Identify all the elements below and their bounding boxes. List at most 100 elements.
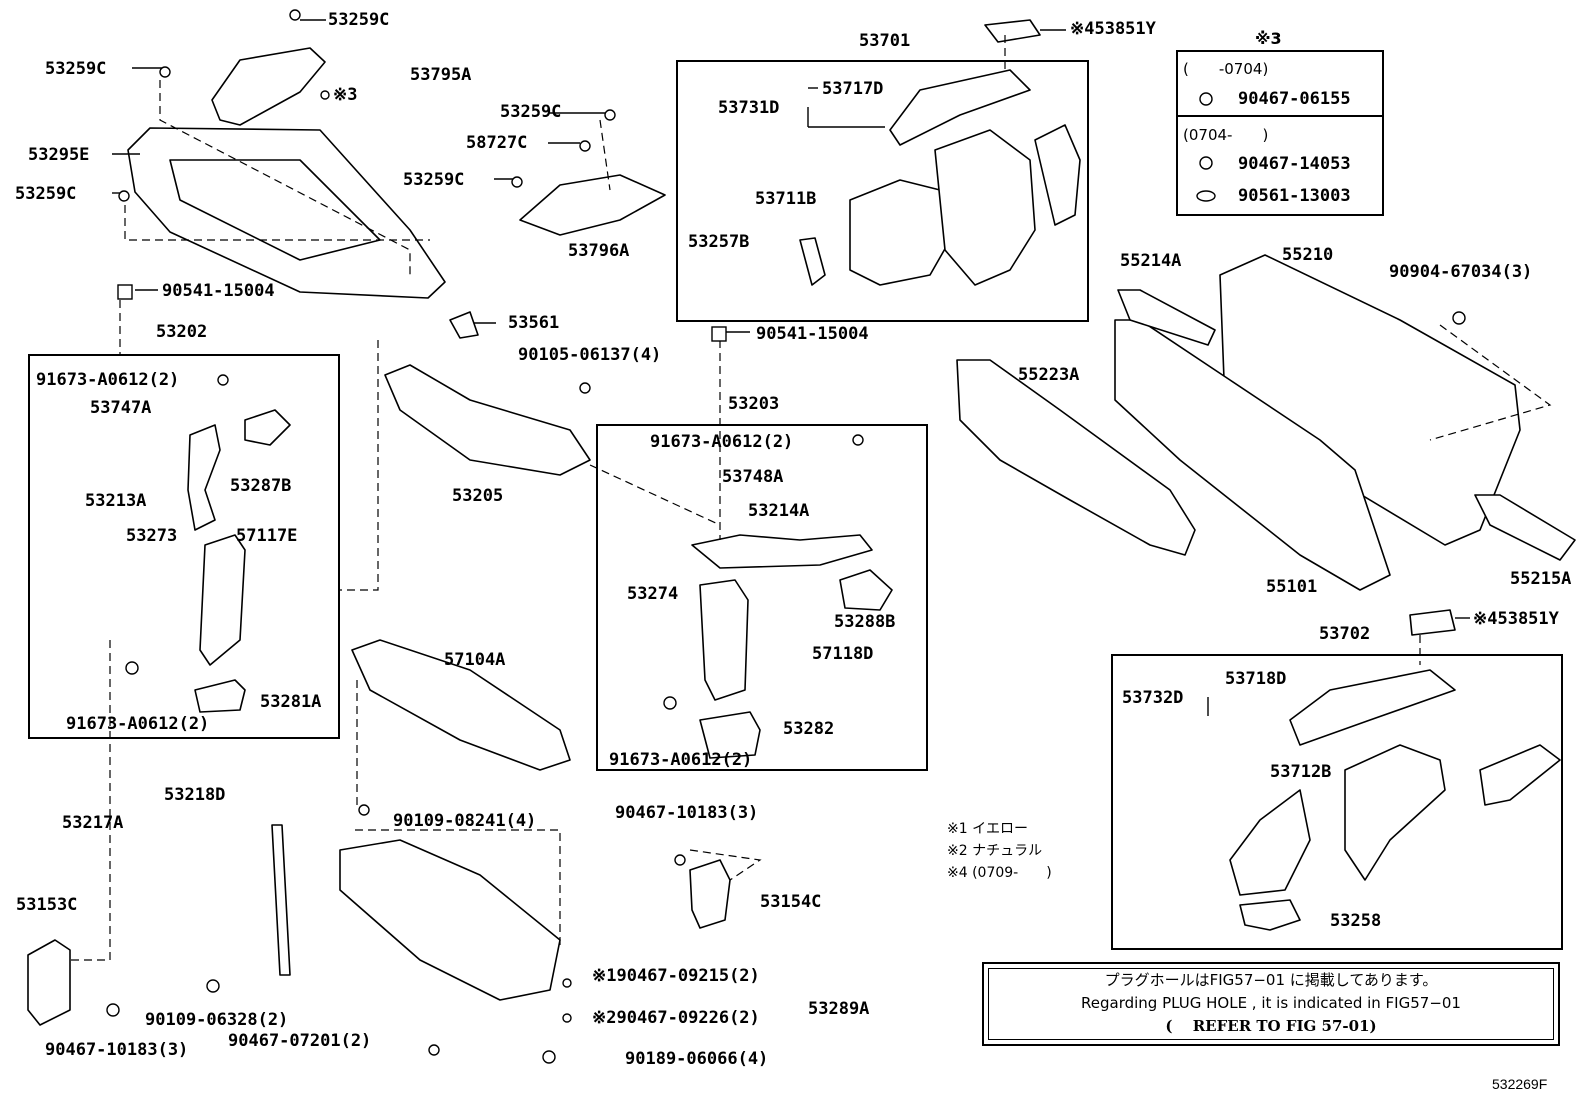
part-57118D [699, 579, 749, 701]
color-legend: ※1 イエロー ※2 ナチュラル ※4 (0709- ) [947, 818, 1052, 884]
label-53851Y-bottom: ※453851Y [1473, 609, 1559, 629]
part-55214A [1117, 289, 1216, 346]
label-90467-14053: 90467-14053 [1238, 154, 1351, 174]
label-53712B: 53712B [1270, 762, 1332, 782]
part-55223A [956, 359, 1196, 556]
label-53154C: 53154C [760, 892, 822, 912]
label-53748A: 53748A [722, 467, 784, 487]
frame-53702 [1111, 654, 1563, 950]
label-53287B: 53287B [230, 476, 292, 496]
part-53851Y [984, 19, 1041, 43]
part-53257B [799, 237, 826, 286]
label-55214A: 55214A [1120, 251, 1182, 271]
label-53153C: 53153C [16, 895, 78, 915]
label-53214A: 53214A [748, 501, 810, 521]
part-53731D [889, 69, 1031, 146]
part-53214A [691, 534, 873, 569]
label-55215A: 55215A [1510, 569, 1572, 589]
label-57104A: 57104A [444, 650, 506, 670]
frame-symbol3 [1176, 50, 1384, 216]
part-53795A [211, 47, 326, 126]
plug-hole-note: プラグホールはFIG57−01 に掲載してあります。 Regarding PLU… [982, 962, 1560, 1046]
label-53217A: 53217A [62, 813, 124, 833]
label-53561: 53561 [508, 313, 560, 333]
label-53273: 53273 [126, 526, 178, 546]
label-53205: 53205 [452, 486, 504, 506]
label-90541-15004-left: 90541-15004 [162, 281, 275, 301]
legend-line-1: ※1 イエロー [947, 821, 1028, 837]
label-90105-06137: 90105-06137(4) [518, 345, 662, 365]
label-53701: 53701 [859, 31, 911, 51]
symbol3-range1: ( -0704) [1183, 60, 1269, 78]
label-90561-13003: 90561-13003 [1238, 186, 1351, 206]
part-53153C [27, 939, 71, 1026]
label-53259C-mid1: 53259C [500, 102, 562, 122]
label-53796A: 53796A [568, 241, 630, 261]
part-55215A [1474, 494, 1576, 561]
label-53213A: 53213A [85, 491, 147, 511]
part-53258 [1239, 899, 1301, 931]
note-line-jp: プラグホールはFIG57−01 に掲載してあります。 [1104, 971, 1438, 989]
label-53732D: 53732D [1122, 688, 1184, 708]
part-53288B [839, 569, 893, 611]
frame-53203 [596, 424, 928, 771]
part-53796A [519, 174, 666, 236]
label-57117E: 57117E [236, 526, 298, 546]
label-90541-15004-mid: 90541-15004 [756, 324, 869, 344]
label-53259C-left1: 53259C [45, 59, 107, 79]
label-55210: 55210 [1282, 245, 1334, 265]
label-91673-A0612-c: 91673-A0612(2) [650, 432, 794, 452]
label-53282: 53282 [783, 719, 835, 739]
label-90189-06066: 90189-06066(4) [625, 1049, 769, 1069]
part-53289A [339, 839, 561, 1001]
label-58727C: 58727C [466, 133, 528, 153]
part-55101 [1114, 319, 1391, 591]
label-53203: 53203 [728, 394, 780, 414]
legend-line-3: ※4 (0709- ) [947, 865, 1052, 881]
label-53274: 53274 [627, 584, 679, 604]
symbol3-title: ※3 [1255, 29, 1282, 48]
part-53217A [271, 824, 291, 976]
label-90904-67034: 90904-67034(3) [1389, 262, 1533, 282]
label-53202: 53202 [156, 322, 208, 342]
label-55101: 55101 [1266, 577, 1318, 597]
label-90109-08241: 90109-08241(4) [393, 811, 537, 831]
label-53259C-top: 53259C [328, 10, 390, 30]
symbol3-range2: (0704- ) [1183, 126, 1269, 144]
label-53281A: 53281A [260, 692, 322, 712]
label-91673-A0612-b: 91673-A0612(2) [66, 714, 210, 734]
part-57117E [199, 534, 246, 666]
label-90467-10183-mid: 90467-10183(3) [615, 803, 759, 823]
label-53289A: 53289A [808, 999, 870, 1019]
note-reference: ( REFER TO FIG 57-01) [1165, 1017, 1377, 1035]
label-90467-09215: ※190467-09215(2) [592, 966, 760, 986]
label-53731D: 53731D [718, 98, 780, 118]
label-53295E: 53295E [28, 145, 90, 165]
part-53287B [244, 409, 291, 446]
part-53281A [194, 679, 246, 713]
label-90467-09226: ※290467-09226(2) [592, 1008, 760, 1028]
label-90467-10183-left: 90467-10183(3) [45, 1040, 189, 1060]
label-91673-A0612-d: 91673-A0612(2) [609, 750, 753, 770]
label-53259C-left2: 53259C [15, 184, 77, 204]
frame-53202 [28, 354, 340, 739]
part-57104A [351, 639, 571, 771]
part-53213A [187, 424, 221, 531]
label-53747A: 53747A [90, 398, 152, 418]
label-53718D: 53718D [1225, 669, 1287, 689]
part-53282 [699, 711, 761, 759]
label-53218D: 53218D [164, 785, 226, 805]
legend-line-2: ※2 ナチュラル [947, 843, 1043, 859]
label-53288B: 53288B [834, 612, 896, 632]
label-symbol3-bolt: ※3 [333, 85, 358, 105]
label-53851Y-top: ※453851Y [1070, 19, 1156, 39]
part-53712B [1229, 789, 1311, 896]
label-53711B: 53711B [755, 189, 817, 209]
part-53561 [449, 311, 479, 339]
label-55223A: 55223A [1018, 365, 1080, 385]
label-53258: 53258 [1330, 911, 1382, 931]
label-90467-06155: 90467-06155 [1238, 89, 1351, 109]
note-line-en: Regarding PLUG HOLE , it is indicated in… [1081, 994, 1461, 1012]
